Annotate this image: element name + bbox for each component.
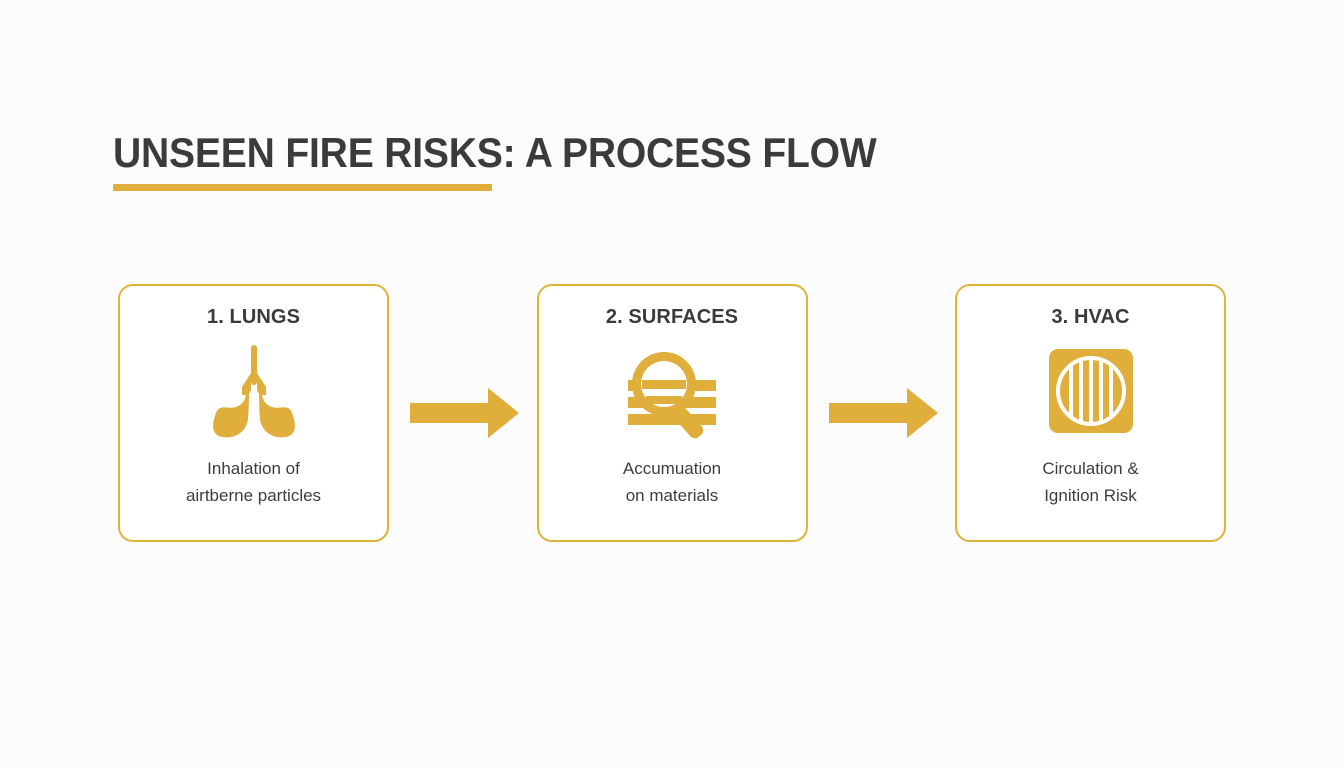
arrow-right-icon	[400, 384, 525, 442]
flow-step-heading: 3. HVAC	[1051, 306, 1130, 328]
arrow-right-icon	[819, 384, 944, 442]
flow-step-caption: Circulation & Ignition Risk	[1042, 459, 1139, 505]
flow-step-card-surfaces[interactable]: 2. SURFACES	[536, 284, 808, 542]
flow-step-heading: 2. SURFACES	[605, 306, 739, 328]
flow-step-card-hvac[interactable]: 3. HVAC Circulation & Ignition Risk	[955, 284, 1226, 542]
magnifier-layers-icon	[620, 343, 724, 439]
flow-step-caption: Inhalation of airtberne particles	[185, 459, 322, 505]
hvac-vent-icon	[1043, 343, 1139, 439]
flow-step-card-lungs[interactable]: 1. LUNGS Inhalation of airtberne particl…	[118, 284, 389, 542]
flow-step-heading: 1. LUNGS	[206, 306, 301, 328]
lungs-icon	[202, 343, 306, 439]
title-underline	[113, 184, 492, 191]
page-title: UNSEEN FIRE RISKS: A PROCESS FLOW	[113, 129, 877, 176]
page-title-block: UNSEEN FIRE RISKS: A PROCESS FLOW	[113, 128, 1213, 191]
flow-step-caption: Accumuation on materials	[622, 459, 722, 505]
process-flow: 1. LUNGS Inhalation of airtberne particl…	[118, 283, 1226, 543]
